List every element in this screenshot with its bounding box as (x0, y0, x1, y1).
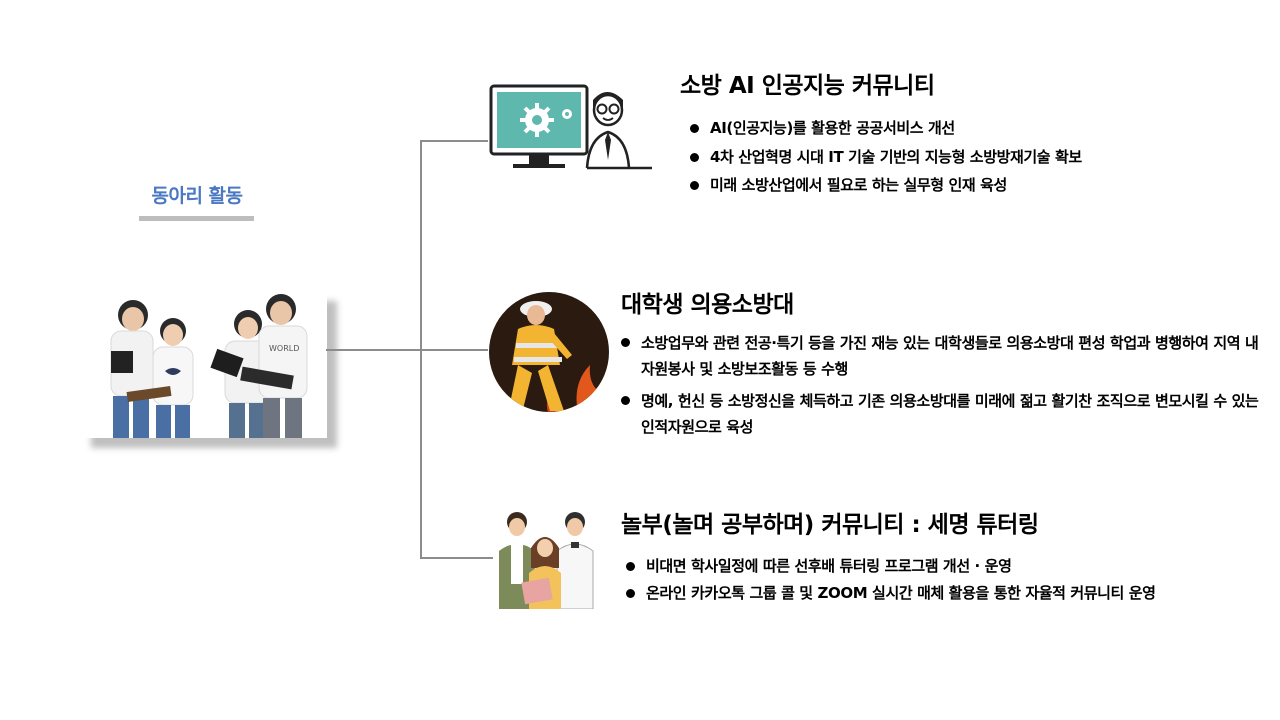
club-activity-title: 동아리 활동 (151, 185, 243, 207)
list-item: 비대면 학사일정에 따른 선후배 튜터링 프로그램 개선 · 운영 (624, 553, 1156, 580)
bullet-dot-icon (626, 589, 635, 598)
students-reading-photo: WORLD (81, 291, 327, 438)
ai-community-bullet-list: AI(인공지능)를 활용한 공공서비스 개선 4차 산업혁명 시대 IT 기술 … (688, 114, 1082, 200)
bullet-dot-icon (690, 152, 699, 162)
list-item: AI(인공지능)를 활용한 공공서비스 개선 (688, 114, 1082, 143)
students-reading-illustration: WORLD (81, 291, 327, 438)
list-item: 명예, 헌신 등 소방정신을 체득하고 기존 의용소방대를 미래에 젊고 활기찬… (619, 388, 1259, 440)
svg-text:WORLD: WORLD (269, 344, 299, 353)
tutoring-community-bullet-list: 비대면 학사일정에 따른 선후배 튜터링 프로그램 개선 · 운영 온라인 카카… (624, 553, 1156, 607)
connector-horizontal-main (326, 349, 422, 351)
bullet-dot-icon (626, 562, 635, 571)
section-title-tutoring-community: 놀부(놀며 공부하며) 커뮤니티 : 세명 튜터링 (621, 512, 1039, 538)
bullet-dot-icon (621, 338, 630, 347)
connector-branch-1 (420, 140, 488, 142)
section-title-volunteer-fire-brigade: 대학생 의용소방대 (621, 292, 794, 318)
connector-branch-2 (420, 349, 488, 351)
list-item: 소방업무와 관련 전공·특기 등을 가진 재능 있는 대학생들로 의용소방대 편… (619, 330, 1259, 382)
bullet-dot-icon (621, 396, 630, 405)
students-group-icon (493, 508, 597, 610)
firefighter-icon (488, 291, 610, 413)
list-item: 미래 소방산업에서 필요로 하는 실무형 인재 육성 (688, 171, 1082, 200)
volunteer-fire-brigade-bullet-list: 소방업무와 관련 전공·특기 등을 가진 재능 있는 대학생들로 의용소방대 편… (619, 330, 1259, 446)
list-item: 4차 산업혁명 시대 IT 기술 기반의 지능형 소방방재기술 확보 (688, 143, 1082, 172)
bullet-dot-icon (690, 124, 699, 133)
title-underline (139, 216, 254, 221)
list-item: 온라인 카카오톡 그룹 콜 및 ZOOM 실시간 매체 활용을 통한 자율적 커… (624, 580, 1156, 607)
computer-gear-person-icon (489, 82, 654, 172)
section-title-ai-community: 소방 AI 인공지능 커뮤니티 (680, 73, 935, 99)
connector-branch-3 (420, 557, 494, 559)
bullet-dot-icon (690, 181, 699, 190)
